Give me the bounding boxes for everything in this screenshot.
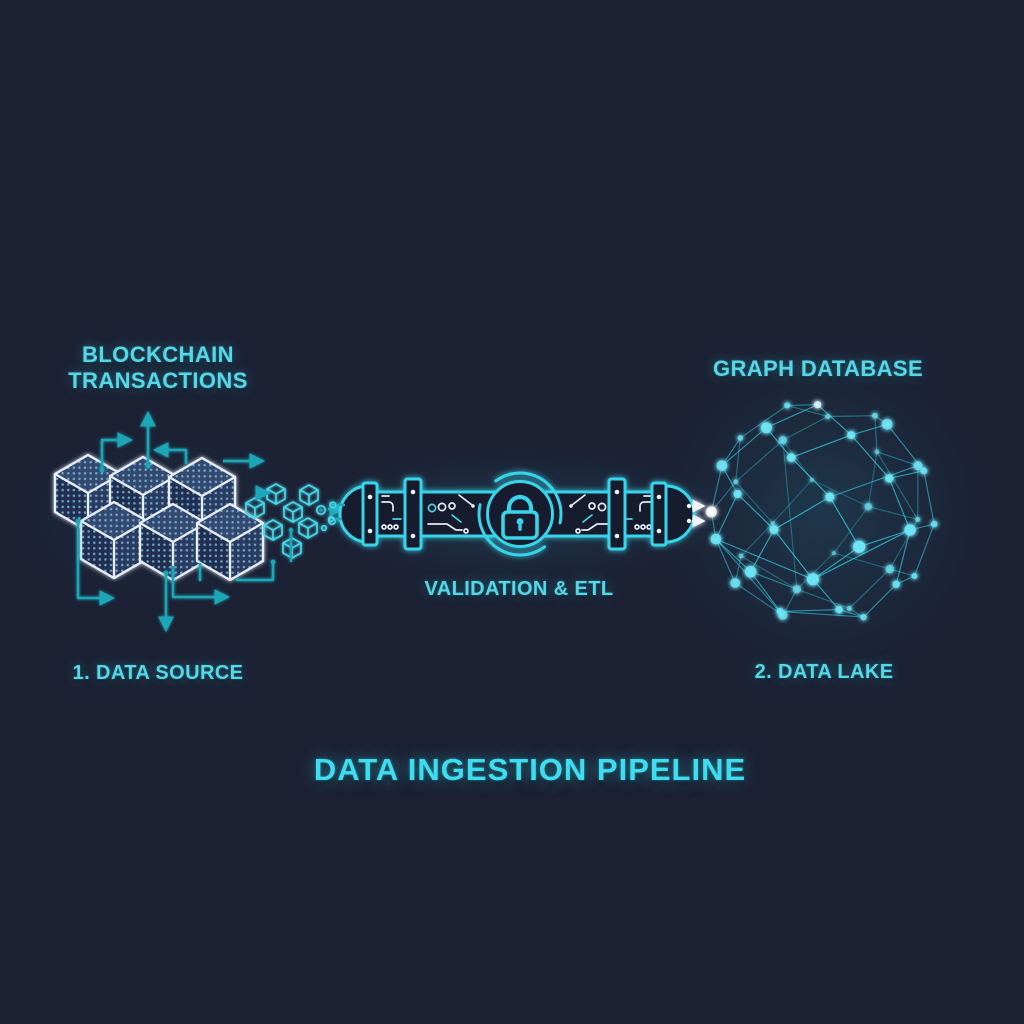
sink-caption: 2. DATA LAKE: [754, 661, 894, 683]
padlock-icon: [501, 494, 539, 540]
outlet-arrows: [686, 499, 706, 528]
source-caption: 1. DATA SOURCE: [72, 662, 244, 684]
pipeline-caption: VALIDATION & ETL: [424, 578, 614, 600]
source-title-line2: TRANSACTIONS: [68, 368, 248, 393]
sink-title: GRAPH DATABASE: [712, 356, 924, 381]
pipeline-pipe-icon: [327, 471, 706, 557]
source-flow-arrows: [75, 410, 276, 633]
source-title: BLOCKCHAIN TRANSACTIONS: [68, 342, 248, 394]
source-title-line1: BLOCKCHAIN: [82, 342, 234, 367]
page-title: DATA INGESTION PIPELINE: [313, 752, 747, 787]
graph-sphere-nodes: [705, 401, 938, 621]
circuit-traces-midleft: [427, 494, 475, 534]
circuit-traces-left: [381, 495, 402, 530]
